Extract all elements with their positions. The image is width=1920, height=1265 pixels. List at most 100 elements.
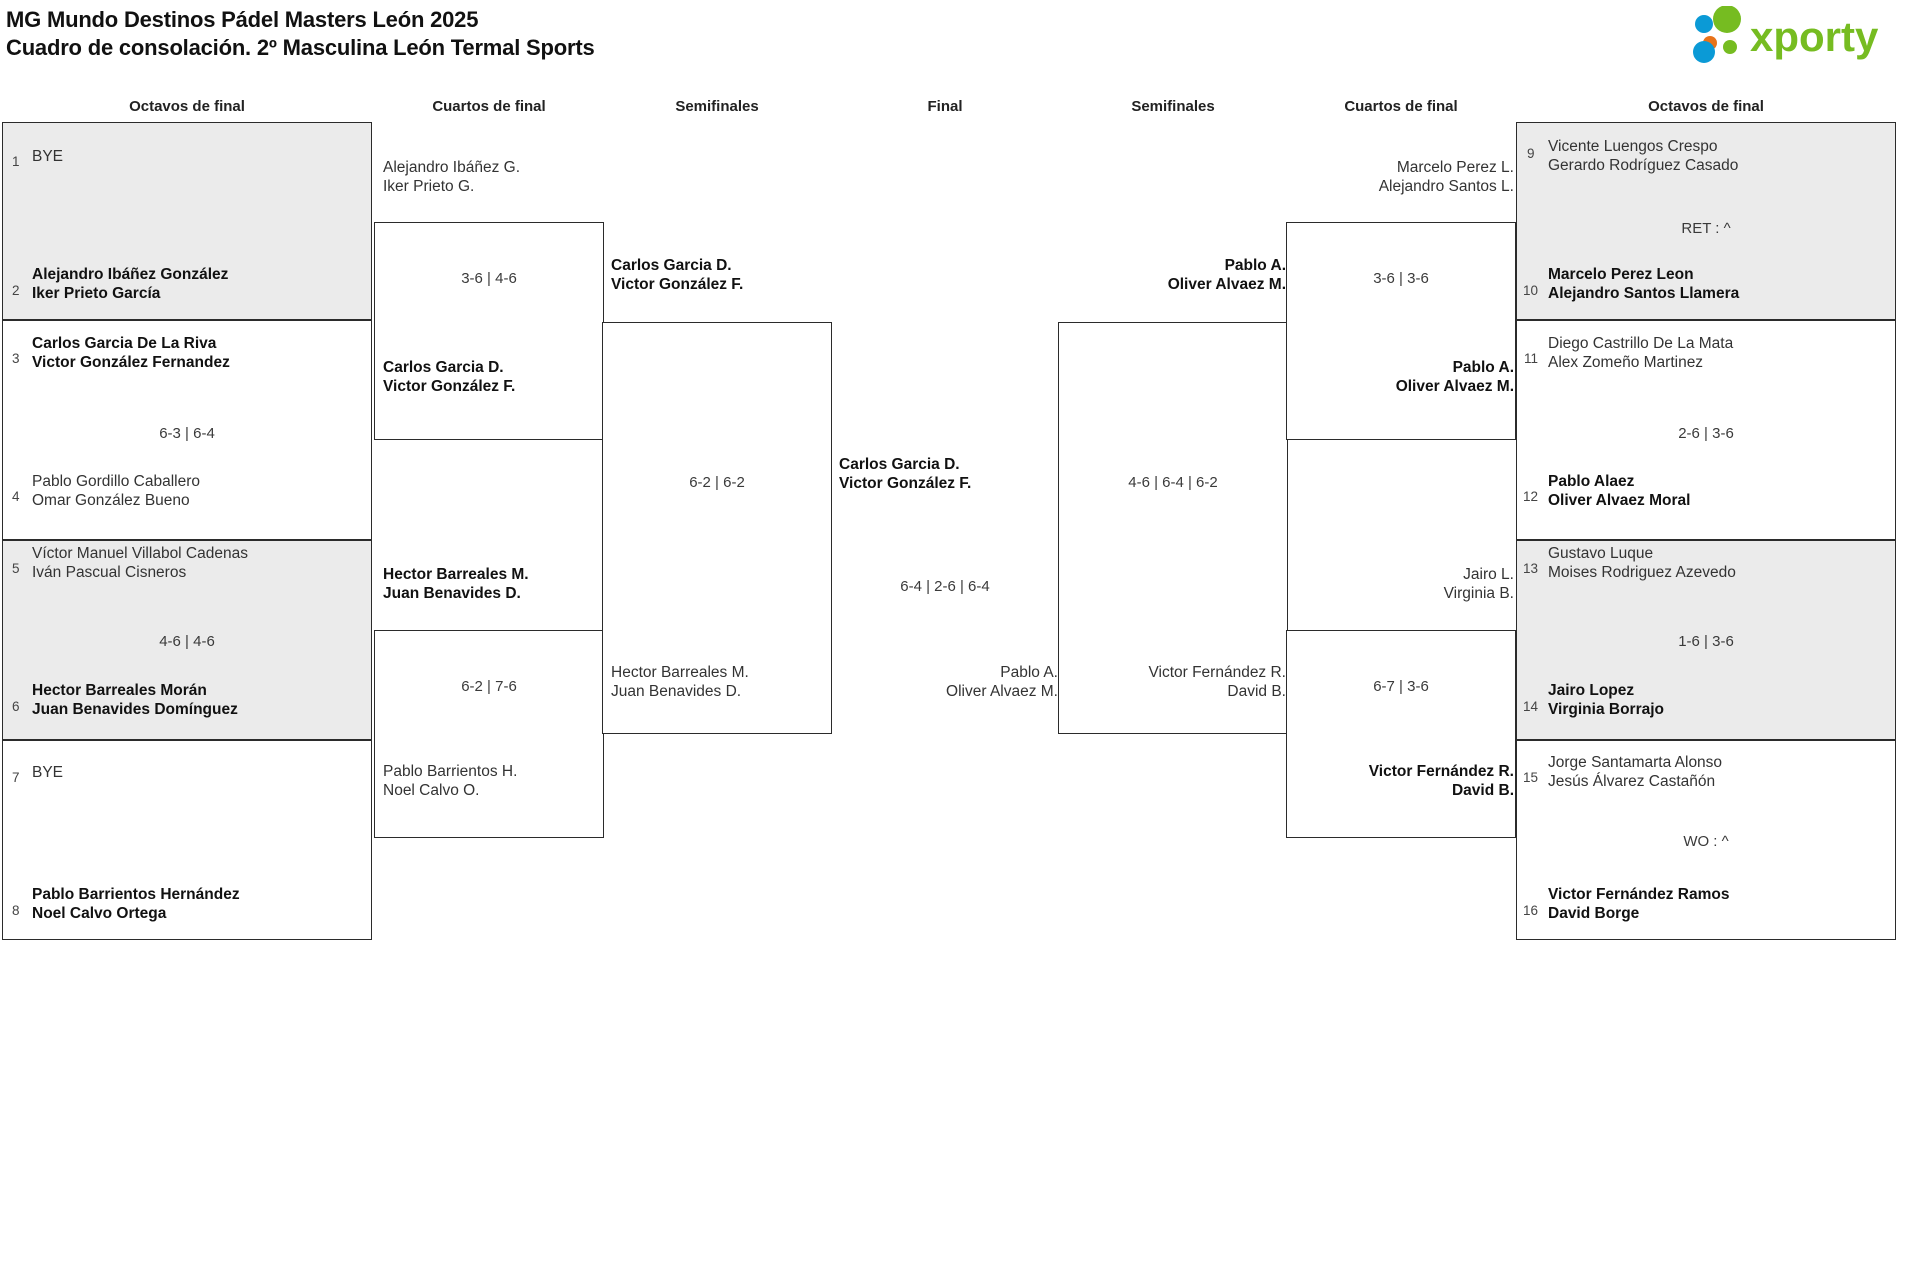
match-score: 3-6 | 4-6 — [461, 270, 517, 287]
match-box-right-semis-1[interactable] — [1058, 322, 1288, 734]
match-score: 1-6 | 3-6 — [1678, 633, 1734, 650]
svg-text:xporty: xporty — [1750, 13, 1879, 60]
match-box-right-cuartos-1[interactable] — [1286, 222, 1516, 440]
player-entry[interactable]: Pablo A. Oliver Alvaez M. — [830, 663, 1058, 701]
player-line-1: Pablo Barrientos H. — [383, 763, 518, 780]
match-score: 6-4 | 2-6 | 6-4 — [900, 578, 990, 595]
player-entry[interactable]: Victor Fernández R. David B. — [1286, 762, 1514, 800]
round-header-right-octavos: Octavos de final — [1648, 98, 1764, 115]
match-box-right-octavos-1[interactable] — [1516, 122, 1896, 320]
player-line-2: Victor González F. — [611, 276, 744, 293]
match-score: 6-2 | 6-2 — [689, 474, 745, 491]
xporty-logo[interactable]: xporty — [1682, 5, 1902, 64]
player-entry[interactable]: Carlos Garcia D. Victor González F. — [611, 256, 743, 294]
player-line-2: Iker Prieto G. — [383, 178, 475, 195]
match-box-left-octavos-1[interactable] — [2, 122, 372, 320]
player-entry[interactable]: Pablo A. Oliver Alvaez M. — [1058, 256, 1286, 294]
match-box-left-octavos-4[interactable] — [2, 740, 372, 940]
player-entry[interactable]: Jairo Lopez Virginia Borrajo — [1548, 681, 1664, 719]
player-line-2: Omar González Bueno — [32, 492, 190, 509]
player-line-1: Hector Barreales M. — [383, 566, 529, 583]
player-entry[interactable]: Hector Barreales M. Juan Benavides D. — [383, 565, 529, 603]
player-line-1: Jorge Santamarta Alonso — [1548, 754, 1723, 771]
seed-number: 15 — [1523, 770, 1539, 785]
seed-number: 10 — [1523, 283, 1539, 298]
player-line-1: Carlos Garcia De La Riva — [32, 335, 217, 352]
round-header-left-semis: Semifinales — [675, 98, 759, 115]
player-line-2: Oliver Alvaez M. — [1395, 378, 1514, 395]
player-entry[interactable]: BYE — [32, 147, 63, 166]
player-entry[interactable]: Marcelo Perez L. Alejandro Santos L. — [1286, 158, 1514, 196]
match-box-right-octavos-2[interactable] — [1516, 320, 1896, 540]
player-entry[interactable]: BYE — [32, 763, 63, 782]
player-line-2: Iván Pascual Cisneros — [32, 564, 187, 581]
player-line-2: David Borge — [1548, 905, 1640, 922]
player-entry[interactable]: Pablo Gordillo Caballero Omar González B… — [32, 472, 200, 510]
match-box-left-semis-1[interactable] — [602, 322, 832, 734]
player-entry[interactable]: Carlos Garcia D. Victor González F. — [383, 358, 515, 396]
player-line-1: BYE — [32, 148, 64, 165]
player-entry[interactable]: Victor Fernández R. David B. — [1058, 663, 1286, 701]
player-line-1: Víctor Manuel Villabol Cadenas — [32, 545, 248, 562]
player-line-1: Jairo Lopez — [1548, 682, 1635, 699]
player-line-1: Pablo A. — [1000, 664, 1058, 681]
match-score: 6-7 | 3-6 — [1373, 678, 1429, 695]
round-header-left-cuartos: Cuartos de final — [432, 98, 546, 115]
player-line-1: Gustavo Luque — [1548, 545, 1654, 562]
player-entry[interactable]: Diego Castrillo De La Mata Alex Zomeño M… — [1548, 334, 1733, 372]
player-entry[interactable]: Hector Barreales M. Juan Benavides D. — [611, 663, 749, 701]
player-line-2: Oliver Alvaez M. — [1167, 276, 1286, 293]
player-entry[interactable]: Pablo Barrientos Hernández Noel Calvo Or… — [32, 885, 240, 923]
seed-number: 3 — [12, 351, 20, 366]
match-box-left-octavos-3[interactable] — [2, 540, 372, 740]
player-line-1: Carlos Garcia D. — [611, 257, 732, 274]
player-line-1: Hector Barreales Morán — [32, 682, 207, 699]
player-entry[interactable]: Marcelo Perez Leon Alejandro Santos Llam… — [1548, 265, 1739, 303]
player-line-1: Jairo L. — [1463, 566, 1514, 583]
match-score: 6-2 | 7-6 — [461, 678, 517, 695]
player-line-2: Juan Benavides D. — [611, 683, 742, 700]
player-line-2: Oliver Alvaez M. — [946, 683, 1058, 700]
player-entry[interactable]: Carlos Garcia D. Victor González F. — [839, 455, 971, 493]
player-entry[interactable]: Carlos Garcia De La Riva Victor González… — [32, 334, 230, 372]
player-entry[interactable]: Gustavo Luque Moises Rodriguez Azevedo — [1548, 544, 1736, 582]
match-box-left-cuartos-2[interactable] — [374, 630, 604, 838]
player-entry[interactable]: Victor Fernández Ramos David Borge — [1548, 885, 1729, 923]
match-box-left-cuartos-1[interactable] — [374, 222, 604, 440]
player-line-1: Alejandro Ibáñez G. — [383, 159, 521, 176]
seed-number: 4 — [12, 489, 20, 504]
match-box-right-cuartos-2[interactable] — [1286, 630, 1516, 838]
player-entry[interactable]: Hector Barreales Morán Juan Benavides Do… — [32, 681, 238, 719]
player-line-1: Pablo Alaez — [1548, 473, 1635, 490]
player-entry[interactable]: Víctor Manuel Villabol Cadenas Iván Pasc… — [32, 544, 248, 582]
player-line-1: Alejandro Ibáñez González — [32, 266, 229, 283]
player-line-2: Alejandro Santos Llamera — [1548, 285, 1740, 302]
round-header-final: Final — [927, 98, 963, 115]
seed-number: 9 — [1527, 146, 1535, 161]
seed-number: 11 — [1524, 351, 1539, 366]
seed-number: 16 — [1523, 903, 1539, 918]
player-entry[interactable]: Alejandro Ibáñez González Iker Prieto Ga… — [32, 265, 228, 303]
player-line-1: Victor Fernández R. — [1368, 763, 1514, 780]
player-entry[interactable]: Pablo Alaez Oliver Alvaez Moral — [1548, 472, 1690, 510]
match-box-left-octavos-2[interactable] — [2, 320, 372, 540]
player-entry[interactable]: Pablo Barrientos H. Noel Calvo O. — [383, 762, 517, 800]
seed-number: 2 — [12, 283, 20, 298]
player-line-2: Jesús Álvarez Castañón — [1548, 773, 1716, 790]
seed-number: 13 — [1523, 561, 1539, 576]
player-line-2: Alejandro Santos L. — [1378, 178, 1514, 195]
player-line-2: Juan Benavides D. — [383, 585, 521, 602]
player-entry[interactable]: Jorge Santamarta Alonso Jesús Álvarez Ca… — [1548, 753, 1722, 791]
match-box-right-octavos-4[interactable] — [1516, 740, 1896, 940]
player-line-1: Victor Fernández Ramos — [1548, 886, 1730, 903]
player-entry[interactable]: Jairo L. Virginia B. — [1286, 565, 1514, 603]
seed-number: 5 — [12, 561, 20, 576]
player-entry[interactable]: Vicente Luengos Crespo Gerardo Rodríguez… — [1548, 137, 1738, 175]
player-line-1: Pablo A. — [1224, 257, 1286, 274]
player-line-1: Pablo Gordillo Caballero — [32, 473, 201, 490]
player-entry[interactable]: Alejandro Ibáñez G. Iker Prieto G. — [383, 158, 520, 196]
title-line-2: Cuadro de consolación. 2º Masculina León… — [6, 35, 595, 60]
player-entry[interactable]: Pablo A. Oliver Alvaez M. — [1286, 358, 1514, 396]
match-box-right-octavos-3[interactable] — [1516, 540, 1896, 740]
